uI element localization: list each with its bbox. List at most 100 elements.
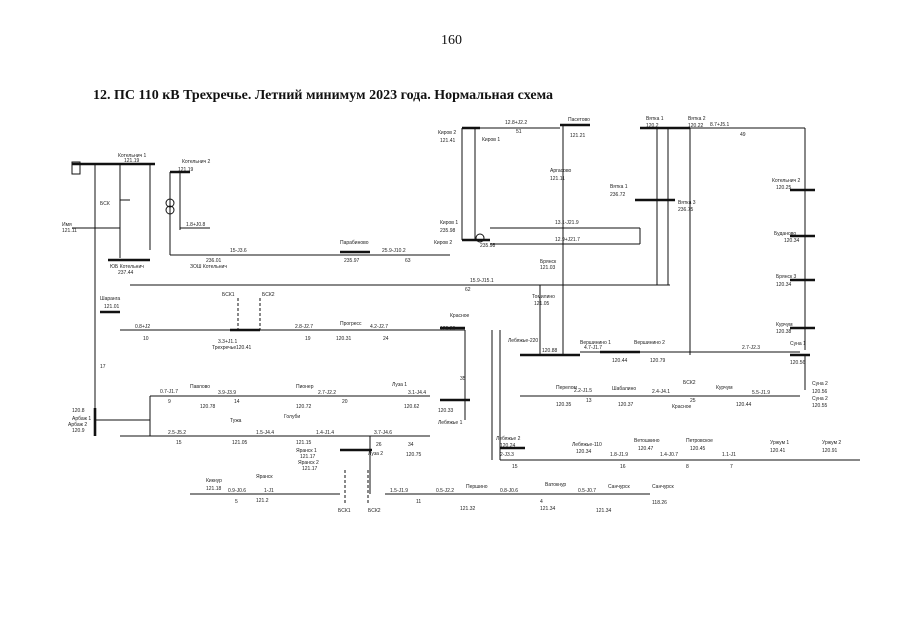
flow-kirov-vyatka-1: 13.1-J21.9 (555, 220, 579, 226)
flow-pioneer-luza: 2.7-J2.2 (318, 390, 336, 396)
line-8-number: 8 (686, 464, 689, 470)
bsk2-lower-label: БСК2 (683, 380, 696, 386)
imya-value: 121.11 (62, 228, 77, 234)
kurchum2-value: 120.44 (736, 402, 752, 408)
luza2-value: 120.75 (406, 452, 422, 458)
vyatka-bus1-value: 236.72 (610, 192, 626, 198)
golubi-value: 121.15 (296, 440, 312, 446)
sucha2-value: 120.56 (812, 389, 828, 395)
lebyazhe1-value: 120.33 (438, 408, 454, 414)
sancursk2-value: 118.26 (652, 500, 667, 506)
flow-pershino: 0.5-J2.2 (436, 488, 454, 494)
flow-vetoshka-sancursk: 0.5-J0.7 (578, 488, 596, 494)
flow-vershinino-sucha: 2.7-J2.3 (742, 345, 760, 351)
bsk2-label: БСК2 (262, 292, 275, 298)
bsk1-label: БСК1 (222, 292, 235, 298)
kotelnich2b-label: Котельнич 2 (772, 178, 801, 184)
kirov1-label: Киров 1 (482, 137, 500, 143)
kirov2-value: 121.41 (440, 138, 456, 144)
backbone-220: 15-J3.6 236.01 ЗОШ Котельнич Парабиново … (130, 240, 670, 293)
vyatka-bus3-value: 236.75 (678, 207, 694, 213)
flow-arbazh-tuzha: 2.5-J5.2 (168, 430, 186, 436)
kotelnich2-label: Котельнич 2 (182, 159, 211, 165)
sancursk-label: Санчурск (608, 484, 631, 490)
flow-trekh-progress: 2.8-J2.7 (295, 324, 313, 330)
kotelnich2b-value: 120.25 (776, 185, 792, 191)
vetoshka-label: Ватокнур (545, 482, 566, 488)
line-10-number: 10 (143, 336, 149, 342)
flow-yaransk-luza2: 3.7-J4.6 (374, 430, 392, 436)
flow-parabino-kirov: 25.9-J10.2 (382, 248, 406, 254)
arbazh1-value: 120.8 (72, 408, 85, 414)
line-24-number: 24 (383, 336, 389, 342)
flow-sharanga-trekh: 0.8+J2 (135, 324, 150, 330)
flow-petrovskoe-urzhum: 1.1-J1 (722, 452, 736, 458)
flow-kurchum-sucha: 5.5-J1.9 (752, 390, 770, 396)
flow-luza-pershino: 1.5-J1.9 (390, 488, 408, 494)
lebyazhe110-label: Лебяжье-110 (572, 442, 602, 448)
zb-kotelnich-value: 236.01 (206, 258, 222, 264)
line-9-number: 9 (168, 399, 171, 405)
vyatka1-value: 120.2 (646, 123, 659, 129)
vyatka-area: Вятка 1 120.2 Вятка 2 120.22 8.7+J5.1 49… (610, 116, 815, 355)
kirov2-label: Киров 2 (438, 130, 456, 136)
line-15b-number: 15 (512, 464, 518, 470)
pasetovo-label: Пасетово (568, 117, 590, 123)
vyatka-bus3-label: Вятка 3 (678, 200, 696, 206)
vetoshkino-value: 120.47 (638, 446, 654, 452)
lebyazhe2-value: 120.24 (500, 443, 516, 449)
kirov-bus1-label: Киров 1 (440, 220, 458, 226)
vyatka1-label: Вятка 1 (646, 116, 664, 122)
lebyazhe-value: 120.88 (542, 348, 558, 354)
flow-pavlovo-pioneer: 3.9-J3.9 (218, 390, 236, 396)
flow-vetoshkino-petrovskoe: 1.4-J0.7 (660, 452, 678, 458)
briansk3-value: 120.34 (776, 282, 792, 288)
shabalino-label: Шабалино (612, 386, 636, 392)
flow-shabalino-kurchum: 2.4-J4.1 (652, 389, 670, 395)
lower-band: 120.8 Арбаж 1 Арбаж 2 120.9 0.7-J1.7 3.9… (68, 380, 828, 436)
flow-golubi-yaransk: 1.4-J1.4 (316, 430, 334, 436)
bottom-band: 2.5-J5.2 Тужа 121.05 1.5-J4.4 Голуби 121… (120, 414, 860, 514)
bsk2-bottom-label: БСК2 (368, 508, 381, 514)
vershinino1-value: 120.44 (612, 358, 628, 364)
vyatka-bus1-label: Вятка 1 (610, 184, 628, 190)
krasnoe2-label: Красное (672, 404, 692, 410)
bryansk-value: 121.03 (540, 265, 556, 271)
perelom-value: 120.35 (556, 402, 572, 408)
lebyazhe-label: Лебяжье-220 (508, 338, 538, 344)
line-7-number: 7 (730, 464, 733, 470)
zb-kotelnich-label: ЗОШ Котельнич (190, 264, 227, 270)
line-49-number: 49 (740, 132, 746, 138)
line-16-number: 16 (620, 464, 626, 470)
luza2-label: Луза 2 (368, 451, 383, 457)
sucha2-label: Суна 2 (812, 381, 828, 387)
kurchum-value: 120.38 (776, 329, 792, 335)
tuzha-label: Тужа (230, 418, 242, 424)
kotelnich-substation: Котельнич 1 121.19 Котельнич 2 121.19 1.… (62, 153, 211, 276)
luza1-value: 120.62 (404, 404, 420, 410)
line-62-number: 62 (465, 287, 471, 293)
shabalino-value: 120.37 (618, 402, 634, 408)
bryansk-label: Брянск (540, 259, 557, 265)
lebyazhe2-label: Лебяжье 2 (496, 436, 521, 442)
flow-leb110-vetoshkino: 1.8-J1.9 (610, 452, 628, 458)
sucha-bus-value: 120.55 (812, 403, 828, 409)
line-20-number: 20 (342, 399, 348, 405)
yaransk-value: 121.2 (256, 498, 269, 504)
lebyazhe110-value: 120.34 (576, 449, 592, 455)
kurchum2-label: Курчум (716, 385, 733, 391)
krasnoe-value: 120.36 (440, 326, 456, 332)
bsk-label: БСК (100, 201, 110, 207)
line-11-number: 11 (416, 499, 421, 505)
bsk1-bottom-label: БСК1 (338, 508, 351, 514)
flow-vyatka-kotelnich2: 8.7+J5.1 (710, 122, 730, 128)
arbazh2-value: 120.9 (72, 428, 85, 434)
tomilino-value: 121.05 (534, 301, 550, 307)
pershino-label: Першино (466, 484, 488, 490)
kotelnich1-label: Котельнич 1 (118, 153, 147, 159)
petrovskoe-value: 120.45 (690, 446, 706, 452)
line-14-number: 14 (234, 399, 240, 405)
pershino-value: 121.32 (460, 506, 476, 512)
flow-kirov-vyatka-2: 12.9+J21.7 (555, 237, 580, 243)
flow-kotelnich-vyatka: 15.9-J15.1 (470, 278, 494, 284)
